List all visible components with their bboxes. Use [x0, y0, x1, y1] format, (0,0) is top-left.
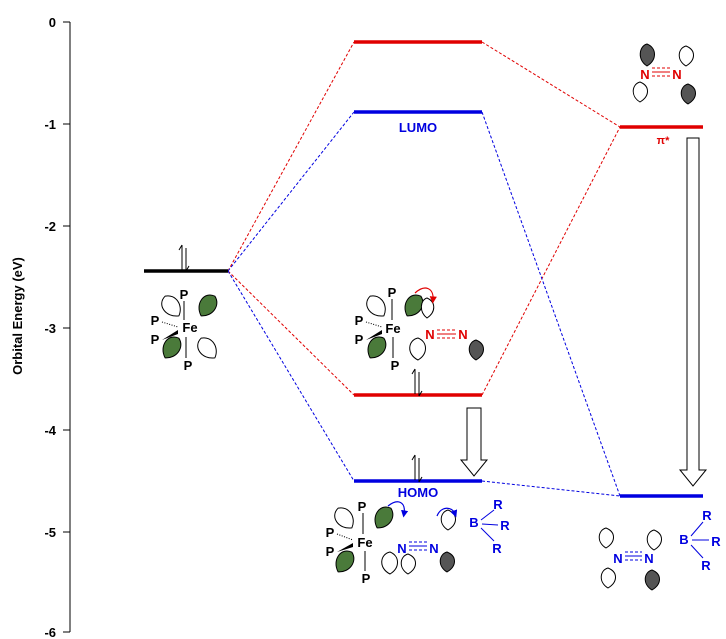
y-axis-ticks [63, 21, 70, 633]
atom-p: P [358, 499, 367, 514]
atom-fe: Fe [385, 321, 400, 336]
homo-label: HOMO [398, 485, 438, 500]
y-tick-label: 0 [49, 15, 56, 30]
connector-red [227, 41, 355, 272]
atom-p: P [355, 332, 364, 347]
atom-r: R [493, 497, 503, 512]
connector-blue [481, 480, 621, 497]
atom-p: P [326, 544, 335, 559]
curved-arrow-blue [436, 507, 458, 518]
electron-pair-fe [178, 244, 190, 272]
n2-fragment: N N [632, 43, 696, 105]
electron-pair-homo [411, 454, 423, 483]
p-orbital-lobe [439, 551, 455, 573]
y-tick-label: -3 [44, 321, 56, 336]
d-orbital-lobe [374, 506, 394, 529]
p-orbital-lobe [639, 43, 655, 67]
atom-r: R [492, 541, 502, 556]
connector-blue [227, 111, 355, 272]
d-orbital-lobe [161, 295, 181, 317]
p-orbital-lobe [440, 509, 456, 531]
p-orbital-lobe [678, 45, 694, 67]
p-orbital-lobe [646, 529, 662, 551]
atom-n: N [397, 541, 406, 556]
atom-p: P [391, 358, 400, 373]
d-orbital-lobe [366, 295, 386, 317]
p-orbital-lobe [598, 527, 614, 549]
fe-complex-fragment: P P Fe P P [151, 287, 218, 373]
d-orbital-lobe [198, 294, 218, 317]
electron-pair-lower-red [411, 368, 423, 397]
p-orbital-lobe [381, 551, 398, 575]
atom-b: B [679, 532, 688, 547]
atom-fe: Fe [357, 535, 372, 550]
p-orbital-lobe [409, 337, 426, 361]
atom-p: P [180, 287, 189, 302]
pi-star-label: π* [657, 135, 670, 147]
curved-arrow-blue [387, 501, 409, 518]
atom-n: N [458, 327, 467, 342]
y-tick-label: -5 [44, 525, 56, 540]
atom-p: P [362, 571, 371, 586]
p-orbital-lobe [468, 339, 484, 361]
connector-blue [227, 270, 355, 482]
atom-n: N [613, 551, 622, 566]
lumo-label: LUMO [399, 120, 437, 135]
connector-red [481, 126, 621, 396]
atom-n: N [425, 327, 434, 342]
atom-r: R [701, 558, 711, 573]
n2-br3-fragment: N N B R R R [598, 508, 721, 591]
d-orbital-lobe [197, 337, 217, 359]
hollow-down-arrow-middle [459, 407, 489, 477]
atom-p: P [326, 525, 335, 540]
y-tick-label: -4 [44, 423, 56, 438]
atom-p: P [355, 313, 364, 328]
atom-r: R [702, 508, 712, 523]
connector-blue [481, 111, 621, 497]
y-tick-label: -2 [44, 219, 56, 234]
atom-n: N [672, 67, 681, 82]
connector-red [481, 41, 621, 128]
d-orbital-lobe [162, 336, 182, 359]
p-orbital-lobe [420, 297, 435, 319]
d-orbital-lobe [367, 336, 387, 359]
atom-n: N [640, 67, 649, 82]
atom-p: P [151, 313, 160, 328]
p-orbital-lobe [400, 553, 416, 575]
energy-levels [144, 40, 703, 498]
atom-r: R [711, 534, 721, 549]
y-axis: 0 -1 -2 -3 -4 -5 -6 Orbital Energy (eV) [10, 15, 71, 639]
p-orbital-lobe [600, 567, 616, 589]
hollow-down-arrow-right [678, 137, 708, 487]
atom-p: P [151, 332, 160, 347]
p-orbital-lobe [680, 83, 696, 105]
d-orbital-lobe [334, 507, 354, 529]
atom-r: R [500, 518, 510, 533]
d-orbital-lobe [335, 550, 355, 573]
y-axis-label: Orbital Energy (eV) [10, 257, 25, 375]
curved-arrow-red [414, 287, 437, 304]
fe-n2-br3-fragment: P P Fe P P N N B R R R [326, 497, 511, 586]
y-tick-label: -1 [44, 117, 56, 132]
atom-n: N [644, 551, 653, 566]
p-orbital-lobe [632, 81, 648, 103]
d-orbital-lobe [404, 294, 424, 317]
p-orbital-lobe [644, 569, 660, 591]
fe-n2-fragment: P P Fe P P N N [355, 285, 484, 373]
connector-lines [227, 41, 621, 497]
atom-b: B [469, 515, 478, 530]
atom-p: P [388, 285, 397, 300]
atom-p: P [184, 358, 193, 373]
connector-red [227, 270, 355, 396]
y-tick-label: -6 [44, 625, 56, 639]
atom-fe: Fe [182, 320, 197, 335]
atom-n: N [429, 541, 438, 556]
